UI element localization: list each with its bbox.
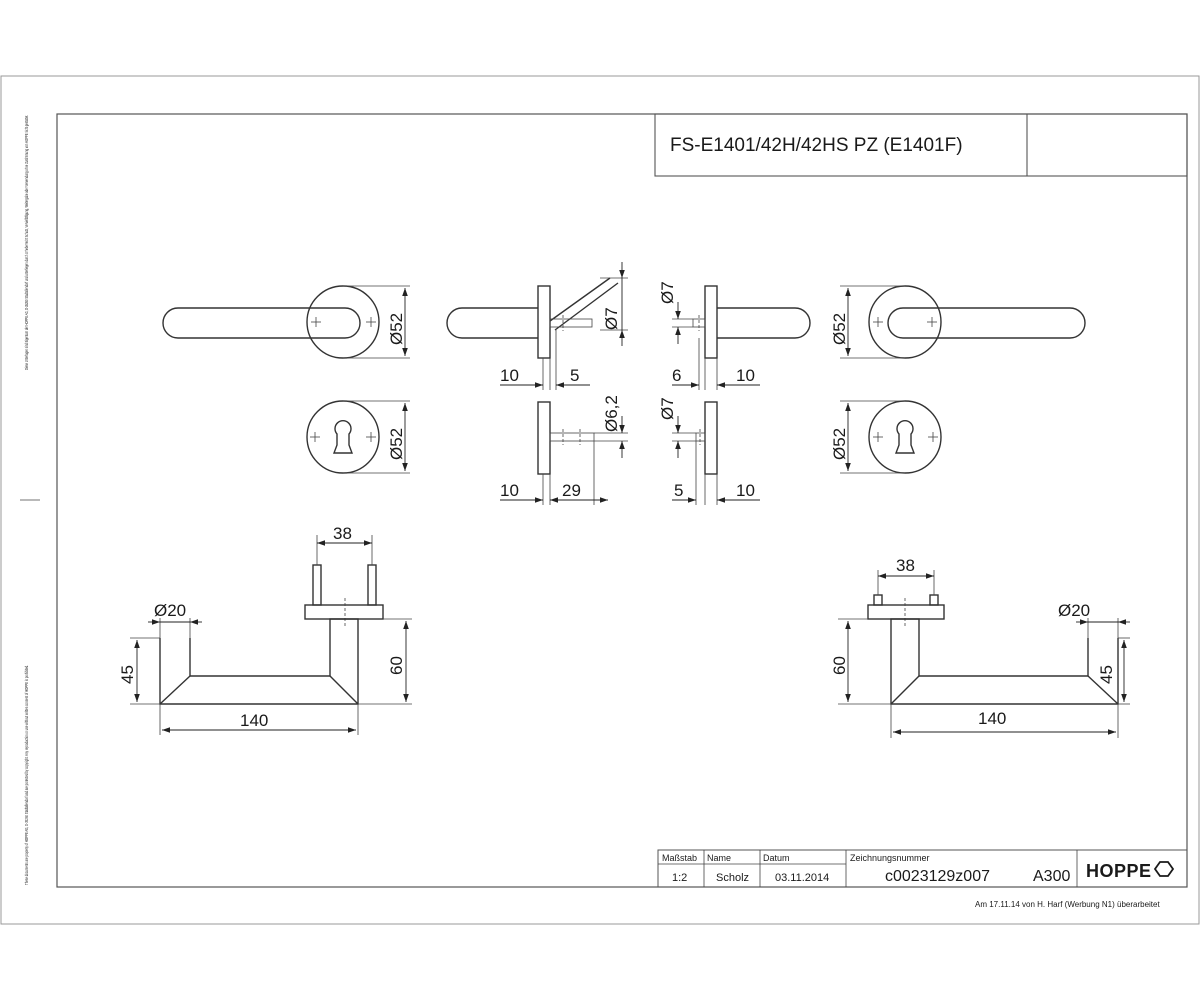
lever-side-view-left: 10 5 Ø7 — [446, 262, 628, 390]
escutcheon-side-view-right: 5 10 Ø7 — [658, 397, 760, 505]
dim-5-bottom-right: 5 — [674, 481, 683, 500]
hoppe-logo-icon — [1153, 861, 1175, 877]
dim-escutcheon-right: Ø52 — [830, 428, 849, 460]
dim-6-top-right: 6 — [672, 366, 681, 385]
drawing-title: FS-E1401/42H/42HS PZ (E1401F) — [670, 135, 963, 156]
side-note-bottom: These documents are property of HOPPE AG… — [24, 665, 29, 885]
dim-29-bottom-left: 29 — [562, 481, 581, 500]
lever-plan-view-right: 38 Ø20 60 45 140 — [830, 556, 1130, 738]
escutcheon-right-front: Ø52 — [830, 400, 942, 474]
dim-7-right-bottom: Ø7 — [658, 397, 677, 420]
name-label: Name — [707, 853, 731, 863]
scale-value: 1:2 — [672, 872, 687, 884]
date-label: Datum — [763, 853, 790, 863]
dim-10-bottom-right: 10 — [736, 481, 755, 500]
lever-plan-view-left: 38 Ø20 45 60 140 — [118, 524, 412, 735]
dim-5-top-left: 5 — [570, 366, 579, 385]
scale-label: Maßstab — [662, 853, 697, 863]
lever-rose-left-front: Ø52 — [162, 285, 410, 359]
hoppe-logo-text: HOPPE — [1086, 861, 1152, 881]
dim-45-left: 45 — [118, 665, 137, 684]
drawing-number-value: c0023129z007 — [885, 868, 990, 885]
drawing-number-label: Zeichnungsnummer — [850, 853, 930, 863]
revision-note: Am 17.11.14 von H. Harf (Werbung N1) übe… — [975, 900, 1160, 909]
dim-10-bottom-left: 10 — [500, 481, 519, 500]
escutcheon-side-view-left: 10 29 Ø6,2 — [500, 395, 628, 505]
dim-38-right: 38 — [896, 556, 915, 575]
dim-10-top-left: 10 — [500, 366, 519, 385]
name-value: Scholz — [716, 872, 749, 884]
title-box — [654, 113, 1188, 177]
escutcheon-left-front: Ø52 — [306, 400, 410, 474]
date-value: 03.11.2014 — [775, 872, 829, 884]
dim-60-right: 60 — [830, 656, 849, 675]
dim-7-left: Ø7 — [602, 307, 621, 330]
format-value: A300 — [1033, 868, 1070, 885]
dim-20-right: Ø20 — [1058, 601, 1090, 620]
dim-rose-left: Ø52 — [387, 313, 406, 345]
dim-38-left: 38 — [333, 524, 352, 543]
dim-7-right-top: Ø7 — [658, 281, 677, 304]
dim-140-right: 140 — [978, 709, 1006, 728]
outer-frame — [0, 75, 1200, 925]
side-note-top: Diese Unterlagen sind Eigentum der HOPPE… — [24, 115, 29, 370]
dim-20-left: Ø20 — [154, 601, 186, 620]
title-block: Maßstab 1:2 Name Scholz Datum 03.11.2014… — [657, 849, 1188, 888]
dim-45-right: 45 — [1097, 665, 1116, 684]
dim-rose-right: Ø52 — [830, 313, 849, 345]
dim-62-left: Ø6,2 — [602, 395, 621, 432]
lever-rose-right-front: Ø52 — [830, 285, 1086, 359]
lever-side-view-right: 6 10 Ø7 — [658, 281, 811, 390]
dim-60-left: 60 — [387, 656, 406, 675]
dim-10-top-right: 10 — [736, 366, 755, 385]
drawing-frame — [56, 113, 1188, 888]
dim-140-left: 140 — [240, 711, 268, 730]
dim-escutcheon-left: Ø52 — [387, 428, 406, 460]
